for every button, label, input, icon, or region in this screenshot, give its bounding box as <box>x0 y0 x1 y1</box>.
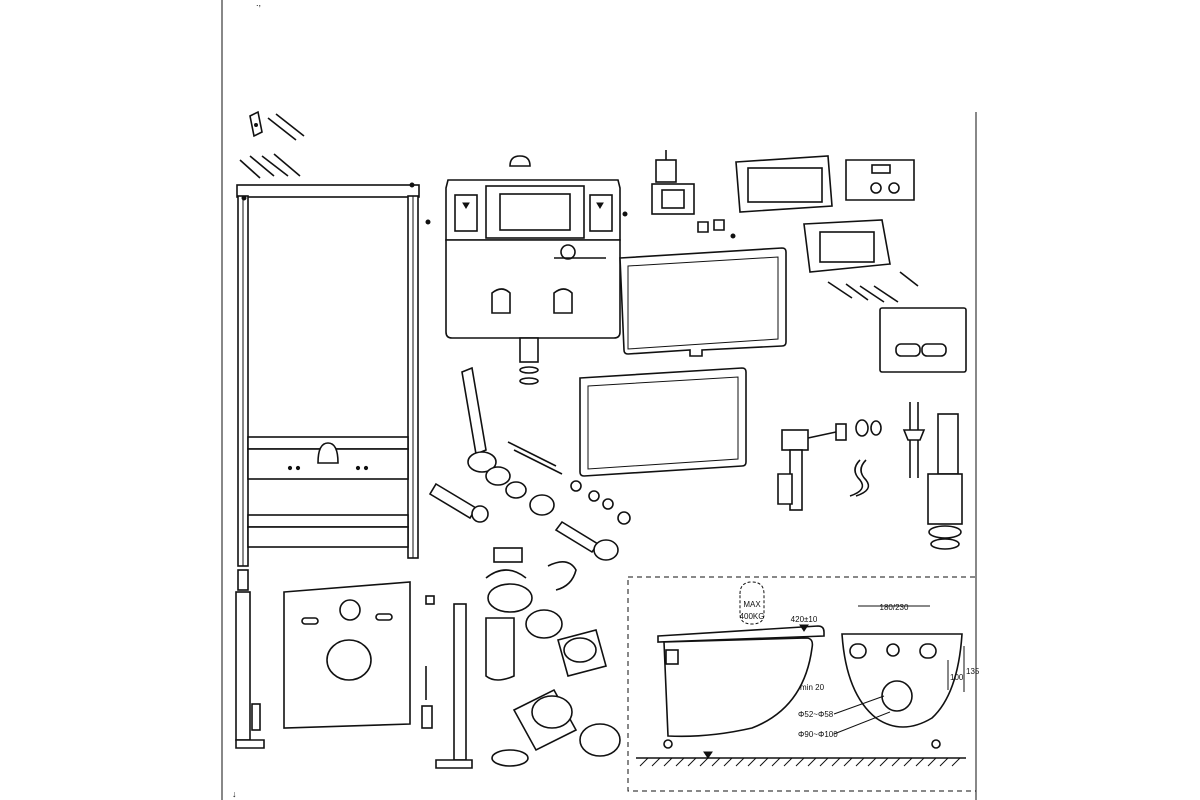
side-bracket <box>235 569 265 749</box>
lower-shield <box>579 367 747 477</box>
floor-line <box>636 739 966 767</box>
steel-frame <box>236 182 420 567</box>
actuator-mechanism <box>651 150 736 239</box>
load-label: 400KG <box>740 612 765 621</box>
corner-mark-bottom: ↓ <box>232 789 237 799</box>
dn-small-label: Φ52~Φ58 <box>798 710 834 719</box>
min-label: min 20 <box>800 683 825 692</box>
corner-mark-top: ., <box>256 0 261 8</box>
wc-side-view: MAX 400KG 420±10 <box>657 581 825 738</box>
support-leg <box>421 595 473 769</box>
wc-rear-view: 180/230 135 100 min 20 Φ52~Φ58 Φ90~Φ100 <box>798 603 980 739</box>
page-border <box>221 0 977 800</box>
dim-135-label: 135 <box>966 667 980 676</box>
fill-valve <box>777 419 882 511</box>
height-label: 420±10 <box>791 615 818 624</box>
insulation-pad <box>283 581 411 729</box>
flush-pipe-set <box>428 366 631 561</box>
max-label: MAX <box>743 600 761 609</box>
flush-valve <box>902 402 963 550</box>
plate-screws <box>827 271 919 303</box>
access-frame <box>735 155 915 273</box>
front-panel-cover <box>619 247 787 357</box>
cistern-tank <box>425 155 628 385</box>
drain-bend-set <box>485 547 621 767</box>
flush-plate <box>879 307 967 373</box>
width-label: 180/230 <box>880 603 909 612</box>
dim-100-label: 100 <box>950 673 964 682</box>
dimension-panel: MAX 400KG 420±10 180/230 135 100 min 20 … <box>627 576 980 792</box>
frame-bolt-set <box>239 110 305 179</box>
dn-large-label: Φ90~Φ100 <box>798 730 838 739</box>
